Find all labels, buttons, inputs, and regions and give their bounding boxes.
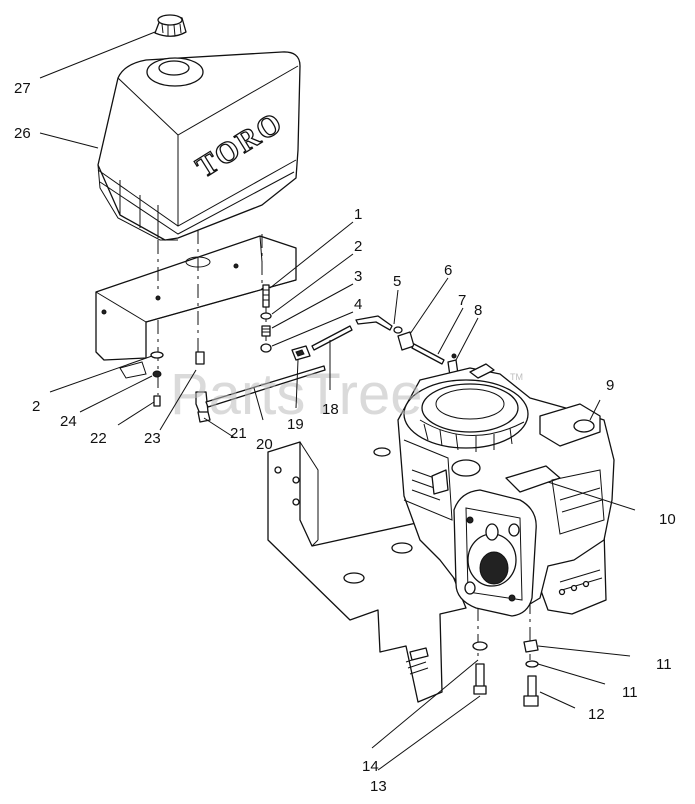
throttle-hardware	[150, 284, 459, 423]
callouts: 27 26 1 2 3 4 5 6 7 8 9 10 11 11 12 14 1…	[14, 80, 676, 795]
callout-11-upper: 11	[656, 656, 672, 673]
callout-24: 24	[60, 413, 77, 430]
callout-1: 1	[354, 206, 362, 223]
callout-23: 23	[144, 430, 161, 447]
callout-11-lower: 11	[622, 684, 638, 701]
callout-19: 19	[287, 416, 304, 433]
callout-3: 3	[354, 268, 362, 285]
callout-2-lower: 2	[32, 398, 40, 415]
tank-bracket	[95, 235, 297, 379]
fuel-cap	[154, 14, 187, 37]
fuel-tank: TORO	[97, 51, 301, 241]
callout-4: 4	[354, 296, 362, 313]
callout-9: 9	[606, 377, 614, 394]
leader-lines	[39, 31, 636, 771]
engine	[397, 363, 615, 617]
callout-20: 20	[256, 436, 273, 453]
callout-26: 26	[14, 125, 31, 142]
callout-22: 22	[90, 430, 107, 447]
callout-13: 13	[370, 778, 387, 795]
watermark-tm: TM	[510, 372, 523, 382]
callout-6: 6	[444, 262, 452, 279]
callout-8: 8	[474, 302, 482, 319]
callout-5: 5	[393, 273, 401, 290]
callout-7: 7	[458, 292, 466, 309]
callout-2-upper: 2	[354, 238, 362, 255]
callout-12: 12	[588, 706, 605, 723]
callout-14: 14	[362, 758, 379, 775]
callout-18: 18	[322, 401, 339, 418]
callout-27: 27	[14, 80, 31, 97]
callout-10: 10	[659, 511, 676, 528]
callout-21: 21	[230, 425, 247, 442]
engine-mount-hardware	[472, 639, 539, 707]
